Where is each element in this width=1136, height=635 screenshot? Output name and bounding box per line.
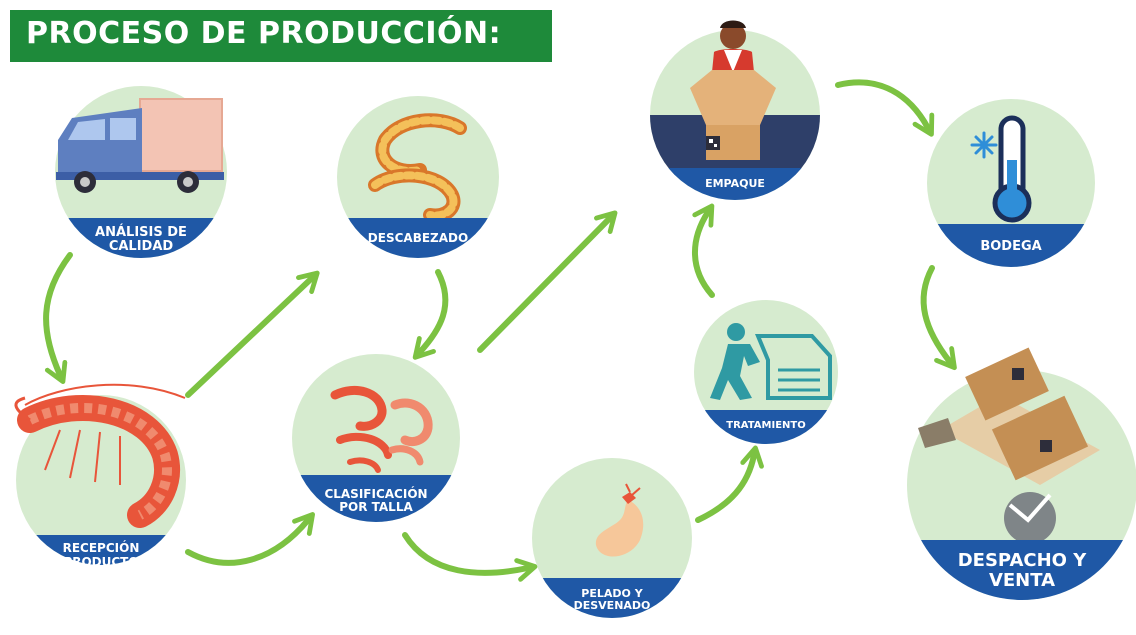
arrow-tratamiento-to-empaque (692, 203, 715, 298)
thermometer-icon (970, 115, 1032, 223)
truck-icon (56, 98, 224, 193)
step-label-bodega: BODEGA (980, 239, 1041, 254)
peeled-shrimp-icon (595, 483, 644, 557)
arrow-clasificacion-to-pelado (402, 532, 538, 582)
packing-worker-icon (690, 20, 776, 160)
step-label-empaque: EMPAQUE (705, 177, 765, 190)
whole-shrimp-icon (14, 383, 186, 528)
arrow-bodega-to-despacho (920, 265, 957, 371)
step-label-tratamiento: TRATAMIENTO (726, 420, 805, 431)
flow-arrows (43, 79, 957, 582)
step-label-recepcion: RECEPCIÓN (63, 540, 140, 555)
arrow-descabezado-to-clasificacion (412, 269, 449, 360)
step-label-despacho: VENTA (989, 570, 1055, 591)
arrow-empaque-to-bodega (835, 79, 935, 137)
title-banner: PROCESO DE PRODUCCIÓN: (10, 10, 552, 62)
step-recepcion (14, 383, 186, 565)
step-label-clasificacion: CLASIFICACIÓN (324, 486, 427, 501)
page-title: PROCESO DE PRODUCCIÓN: (26, 16, 502, 51)
snowflake-icon (970, 131, 998, 159)
step-label-pelado: DESVENADO (574, 599, 651, 612)
step-label-analisis: CALIDAD (109, 239, 174, 254)
arrow-analisis-to-recepcion (43, 252, 73, 384)
step-label-descabezado: DESCABEZADO (368, 231, 468, 245)
step-label-recepcion: PRODUCTO (63, 555, 138, 569)
arrow-recepcion-to-clasificacion (185, 512, 315, 566)
shrimp-icon (368, 113, 467, 223)
arrow-pelado-to-tratamiento (695, 445, 764, 523)
arrow-clasificacion-to-empaque (477, 210, 618, 353)
step-empaque (650, 20, 820, 200)
shrimp-group-icon (330, 385, 433, 473)
arrow-recepcion-to-descabezado (185, 270, 320, 398)
step-analisis (55, 86, 227, 258)
hand-truck-icon (918, 347, 1100, 544)
step-descabezado (337, 96, 499, 258)
step-label-analisis: ANÁLISIS DE (95, 224, 187, 240)
step-label-pelado: PELADO Y (581, 587, 643, 600)
step-label-despacho: DESPACHO Y (958, 550, 1088, 571)
step-label-clasificacion: POR TALLA (339, 500, 413, 514)
worker-machine-icon (710, 323, 832, 400)
